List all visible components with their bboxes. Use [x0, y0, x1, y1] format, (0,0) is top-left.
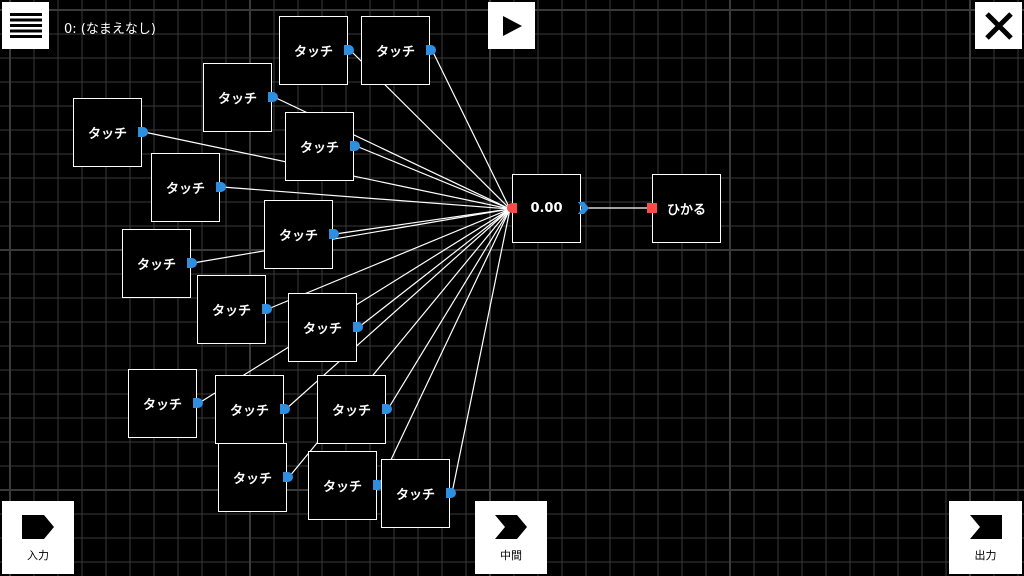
touch-node-label: タッチ	[331, 404, 371, 419]
touch-output-port[interactable]	[280, 404, 290, 414]
touch-node-label: タッチ	[142, 398, 182, 413]
touch-node-label: タッチ	[217, 92, 257, 107]
touch-node[interactable]: タッチ	[215, 375, 284, 444]
output-node-icon	[969, 514, 1002, 539]
middle-output-port[interactable]	[578, 202, 589, 214]
touch-node[interactable]: タッチ	[285, 112, 354, 181]
menu-button[interactable]	[2, 2, 49, 49]
middle-button-label: 中間	[500, 548, 522, 562]
touch-node-label: タッチ	[211, 304, 251, 319]
touch-output-port[interactable]	[268, 92, 278, 102]
touch-node-label: タッチ	[375, 45, 415, 60]
touch-output-port[interactable]	[283, 472, 293, 482]
touch-node-label: タッチ	[136, 258, 176, 273]
middle-node-label: 0.00	[530, 201, 563, 216]
touch-node[interactable]: タッチ	[122, 229, 191, 298]
hamburger-icon	[9, 12, 42, 38]
touch-node[interactable]: タッチ	[264, 200, 333, 269]
touch-node[interactable]: タッチ	[197, 275, 266, 344]
close-icon	[984, 11, 1013, 40]
touch-node[interactable]: タッチ	[317, 375, 386, 444]
touch-node[interactable]: タッチ	[381, 459, 450, 528]
output-button-label: 出力	[974, 548, 997, 562]
add-input-button[interactable]: 入力	[2, 501, 74, 574]
touch-output-port[interactable]	[373, 480, 383, 490]
output-node-label: ひかる	[666, 203, 706, 218]
input-button-label: 入力	[27, 548, 49, 562]
touch-node[interactable]: タッチ	[361, 16, 430, 85]
close-button[interactable]	[975, 2, 1022, 49]
touch-output-port[interactable]	[262, 304, 272, 314]
touch-output-port[interactable]	[344, 45, 354, 55]
output-input-port[interactable]	[647, 203, 657, 213]
add-middle-button[interactable]: 中間	[475, 501, 547, 574]
touch-output-port[interactable]	[187, 258, 197, 268]
touch-node-label: タッチ	[278, 229, 318, 244]
touch-node[interactable]: タッチ	[151, 153, 220, 222]
touch-output-port[interactable]	[446, 488, 456, 498]
touch-output-port[interactable]	[193, 398, 203, 408]
middle-node-icon	[495, 514, 527, 539]
touch-output-port[interactable]	[138, 127, 148, 137]
touch-node-label: タッチ	[322, 480, 362, 495]
middle-input-port[interactable]	[507, 203, 517, 213]
touch-node-label: タッチ	[232, 472, 272, 487]
program-title: 0: (なまえなし)	[64, 22, 156, 37]
touch-output-port[interactable]	[216, 182, 226, 192]
touch-node[interactable]: タッチ	[288, 293, 357, 362]
output-node[interactable]: ひかる	[652, 174, 721, 243]
touch-node-label: タッチ	[302, 322, 342, 337]
touch-node[interactable]: タッチ	[279, 16, 348, 85]
touch-node[interactable]: タッチ	[308, 451, 377, 520]
touch-node[interactable]: タッチ	[128, 369, 197, 438]
touch-output-port[interactable]	[426, 45, 436, 55]
touch-node-label: タッチ	[165, 182, 205, 197]
touch-output-port[interactable]	[329, 229, 339, 239]
touch-node-label: タッチ	[229, 404, 269, 419]
touch-node[interactable]: タッチ	[73, 98, 142, 167]
add-output-button[interactable]: 出力	[949, 501, 1022, 574]
touch-node[interactable]: タッチ	[203, 63, 272, 132]
touch-node-label: タッチ	[87, 127, 127, 142]
touch-output-port[interactable]	[350, 141, 360, 151]
play-button[interactable]	[488, 2, 535, 49]
touch-node[interactable]: タッチ	[218, 443, 287, 512]
touch-node-label: タッチ	[293, 45, 333, 60]
touch-node-label: タッチ	[299, 141, 339, 156]
touch-node-label: タッチ	[395, 488, 435, 503]
play-icon	[502, 15, 522, 36]
middle-node[interactable]: 0.00	[512, 174, 581, 243]
touch-output-port[interactable]	[382, 404, 392, 414]
touch-output-port[interactable]	[353, 322, 363, 332]
input-node-icon	[22, 514, 54, 539]
